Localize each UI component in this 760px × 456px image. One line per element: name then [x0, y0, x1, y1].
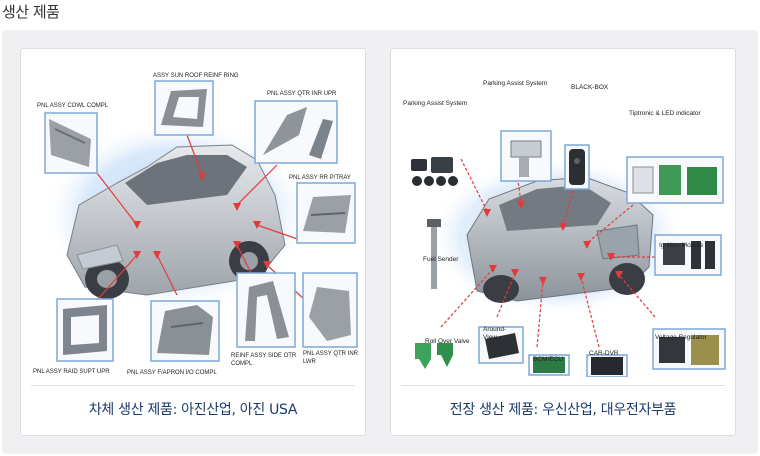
part-parking-sensor-2 — [500, 130, 552, 182]
leader-markers — [133, 173, 271, 269]
label-roll-over: Roll Over Valve — [425, 338, 470, 345]
part-tiptronic — [626, 156, 724, 204]
body-parts-diagram: ASSY SUN ROOF REINF RING PNL ASSY COWL C… — [33, 73, 359, 376]
part-cowl — [44, 112, 98, 174]
card-divider — [31, 385, 355, 386]
part-sunroof-reinf — [154, 80, 214, 136]
label-side-otr-1: REINF ASSY SIDE OTR — [231, 353, 297, 359]
part-qtr-inr-upr — [254, 100, 338, 164]
label-fuel-sender: Fuel Sender — [423, 256, 459, 263]
label-qtr-lwr-2: LWR — [303, 359, 317, 365]
label-qtr-lwr-1: PNL ASSY QTR INR — [303, 351, 359, 357]
label-side-otr-2: COMPL — [231, 361, 253, 367]
electrical-products-card: Parking Assist System Parking Assist Sys… — [390, 48, 736, 436]
label-raid: PNL ASSY RAID SUPT UPR — [33, 369, 110, 375]
label-bcm-ecu: BCM/ECU — [533, 356, 563, 363]
label-ignition: Ignition Module — [659, 242, 703, 249]
body-products-caption: 차체 생산 제품: 아진산업, 아진 USA — [88, 402, 298, 418]
part-car-dvr — [586, 354, 628, 377]
part-parking-sensor-1 — [405, 153, 459, 187]
electrical-parts-diagram: Parking Assist System Parking Assist Sys… — [403, 80, 726, 377]
part-around-view — [478, 326, 524, 364]
label-parking-1: Parking Assist System — [403, 100, 467, 107]
electrical-products-caption: 전장 생산 제품: 우신산업, 대우전자부품 — [449, 402, 677, 418]
label-apron: PNL ASSY F/APRON I/O COMPL — [127, 370, 217, 376]
label-cowl: PNL ASSY COWL COMPL — [37, 103, 109, 109]
car-interior — [125, 155, 247, 205]
part-qtr-inr-lwr — [302, 272, 358, 348]
label-qtr-inr-upr: PNL ASSY QTR INR UPR — [267, 91, 337, 97]
rear-wheel — [609, 263, 645, 295]
part-voltage-regulator — [652, 328, 726, 370]
car-interior — [499, 185, 611, 231]
part-f-apron — [150, 300, 220, 362]
card-divider — [401, 385, 725, 386]
page-title: 생산 제품 — [2, 3, 60, 21]
part-blackbox — [564, 144, 590, 190]
part-roll-over-valve — [409, 335, 461, 375]
part-rr-tray — [296, 182, 356, 244]
label-sunroof: ASSY SUN ROOF REINF RING — [153, 73, 239, 79]
part-side-otr — [236, 272, 296, 348]
label-blackbox: BLACK-BOX — [571, 84, 609, 91]
label-parking-2: Parking Assist System — [483, 80, 547, 87]
leader-lines — [440, 158, 656, 348]
products-panel: ASSY SUN ROOF REINF RING PNL ASSY COWL C… — [2, 30, 758, 454]
part-ignition-module — [654, 234, 722, 276]
part-raid-supt — [56, 298, 114, 362]
body-products-card: ASSY SUN ROOF REINF RING PNL ASSY COWL C… — [20, 48, 366, 436]
front-wheel — [483, 275, 519, 303]
label-voltage-regulator: Voltage Regulator — [655, 334, 708, 341]
label-around-view-1: Around- — [483, 326, 506, 333]
label-car-dvr: CAR-DVR — [589, 350, 619, 357]
part-bcm-ecu — [528, 354, 570, 376]
leader-markers — [483, 201, 623, 285]
part-fuel-sender — [427, 219, 441, 289]
label-rr-tray: PNL ASSY RR P/TRAY — [289, 175, 351, 181]
label-around-view-2: View — [483, 334, 497, 341]
label-tiptronic: Tiptronic & LED indicator — [629, 110, 701, 117]
